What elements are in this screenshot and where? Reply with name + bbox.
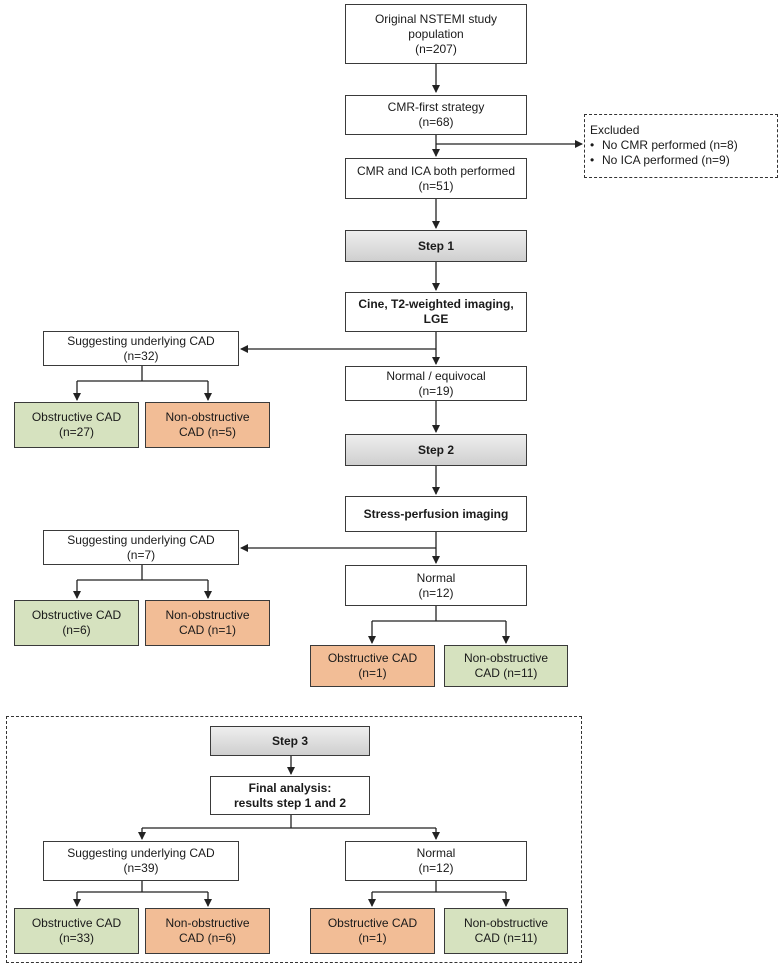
s1-obs-line1: Obstructive CAD [31, 410, 122, 424]
s2-cad-line2: (n=7) [126, 547, 156, 562]
s2-normal-line1: Normal [416, 570, 456, 585]
s2-obs-line2: (n=6) [62, 623, 91, 637]
s3-cad-line2: (n=39) [123, 861, 159, 875]
s1-cad-line1: Suggesting underlying CAD [67, 333, 215, 348]
s1-cad-line2: (n=32) [123, 348, 159, 363]
step2-normal-obstructive-box: Obstructive CAD (n=1) [310, 645, 435, 687]
step2-box: Step 2 [345, 434, 527, 466]
step1-obstructive-box: Obstructive CAD (n=27) [14, 402, 139, 448]
s3n-nonobs-line2: CAD (n=11) [474, 931, 538, 945]
s3-normal-line2: (n=12) [418, 861, 454, 875]
s2n-obs-line1: Obstructive CAD [327, 651, 418, 665]
s3-nonobs-line1: Non-obstructive [165, 916, 250, 930]
step3-nonobstructive-box: Non-obstructive CAD (n=6) [145, 908, 270, 954]
excluded-content: Excluded No CMR performed (n=8) No ICA p… [590, 123, 776, 168]
cine-line2: LGE [423, 312, 449, 326]
step2-normal-box: Normal (n=12) [345, 565, 527, 606]
step1-nonobstructive-box: Non-obstructive CAD (n=5) [145, 402, 270, 448]
s3n-nonobs-line1: Non-obstructive [463, 916, 549, 930]
step2-label: Step 2 [417, 442, 454, 457]
s2-nonobs-line1: Non-obstructive [165, 608, 250, 622]
step1-suggesting-cad-box: Suggesting underlying CAD (n=32) [43, 331, 239, 366]
stress-label: Stress-perfusion imaging [363, 506, 509, 521]
s2n-nonobs-line1: Non-obstructive [463, 651, 549, 665]
step3-box: Step 3 [210, 726, 370, 756]
s1-nonobs-line2: CAD (n=5) [178, 425, 237, 439]
step2-suggesting-cad-box: Suggesting underlying CAD (n=7) [43, 530, 239, 565]
s2-normal-line2: (n=12) [418, 585, 454, 600]
s3n-obs-line1: Obstructive CAD [327, 916, 418, 930]
step3-label: Step 3 [271, 733, 308, 748]
final-line2: results step 1 and 2 [233, 795, 347, 810]
cmr-ica-both-box: CMR and ICA both performed (n=51) [345, 158, 527, 199]
s1-normal-line2: (n=19) [418, 383, 454, 398]
s2n-nonobs-line2: CAD (n=11) [474, 666, 538, 680]
s1-obs-line2: (n=27) [58, 425, 95, 439]
s3-normal-line1: Normal [416, 846, 456, 860]
step3-obstructive-box: Obstructive CAD (n=33) [14, 908, 139, 954]
cmr-first-box: CMR-first strategy (n=68) [345, 95, 527, 135]
cmr-first-line2: (n=68) [418, 115, 454, 129]
step3-section-box [6, 716, 582, 963]
step3-normal-obstructive-box: Obstructive CAD (n=1) [310, 908, 435, 954]
original-line1: Original NSTEMI study [374, 11, 498, 26]
final-analysis-box: Final analysis: results step 1 and 2 [210, 776, 370, 815]
cmr-first-line1: CMR-first strategy [387, 100, 485, 114]
s1-nonobs-line1: Non-obstructive [165, 410, 250, 424]
s3-obs-line2: (n=33) [58, 931, 95, 945]
s3n-obs-line2: (n=1) [358, 931, 387, 945]
s3-nonobs-line2: CAD (n=6) [178, 931, 237, 945]
step1-label: Step 1 [417, 238, 454, 253]
cine-imaging-box: Cine, T2-weighted imaging, LGE [345, 292, 527, 332]
original-line3: (n=207) [415, 41, 457, 56]
step1-normal-box: Normal / equivocal (n=19) [345, 366, 527, 401]
both-line2: (n=51) [418, 178, 454, 193]
final-line1: Final analysis: [248, 780, 332, 795]
cine-line1: Cine, T2-weighted imaging, [358, 297, 514, 311]
excluded-item-no-ica: No ICA performed (n=9) [590, 153, 776, 168]
s2-cad-line1: Suggesting underlying CAD [67, 532, 215, 547]
s2-nonobs-line2: CAD (n=1) [178, 623, 237, 637]
step2-nonobstructive-box: Non-obstructive CAD (n=1) [145, 600, 270, 646]
excluded-box [584, 114, 778, 178]
step3-suggesting-cad-box: Suggesting underlying CAD (n=39) [43, 841, 239, 881]
both-line1: CMR and ICA both performed [356, 163, 516, 178]
s1-normal-line1: Normal / equivocal [386, 368, 486, 383]
s3-obs-line1: Obstructive CAD [31, 916, 122, 930]
s3-cad-line1: Suggesting underlying CAD [67, 846, 215, 860]
stress-perfusion-box: Stress-perfusion imaging [345, 496, 527, 532]
excluded-item-no-cmr: No CMR performed (n=8) [590, 138, 776, 153]
s2-obs-line1: Obstructive CAD [31, 608, 122, 622]
step2-normal-nonobstructive-box: Non-obstructive CAD (n=11) [444, 645, 568, 687]
s2n-obs-line2: (n=1) [358, 666, 387, 680]
step1-box: Step 1 [345, 230, 527, 262]
step3-normal-box: Normal (n=12) [345, 841, 527, 881]
step2-obstructive-box: Obstructive CAD (n=6) [14, 600, 139, 646]
excluded-title: Excluded [590, 123, 640, 137]
step3-normal-nonobstructive-box: Non-obstructive CAD (n=11) [444, 908, 568, 954]
original-line2: population [408, 26, 464, 41]
original-population-box: Original NSTEMI study population (n=207) [345, 4, 527, 64]
